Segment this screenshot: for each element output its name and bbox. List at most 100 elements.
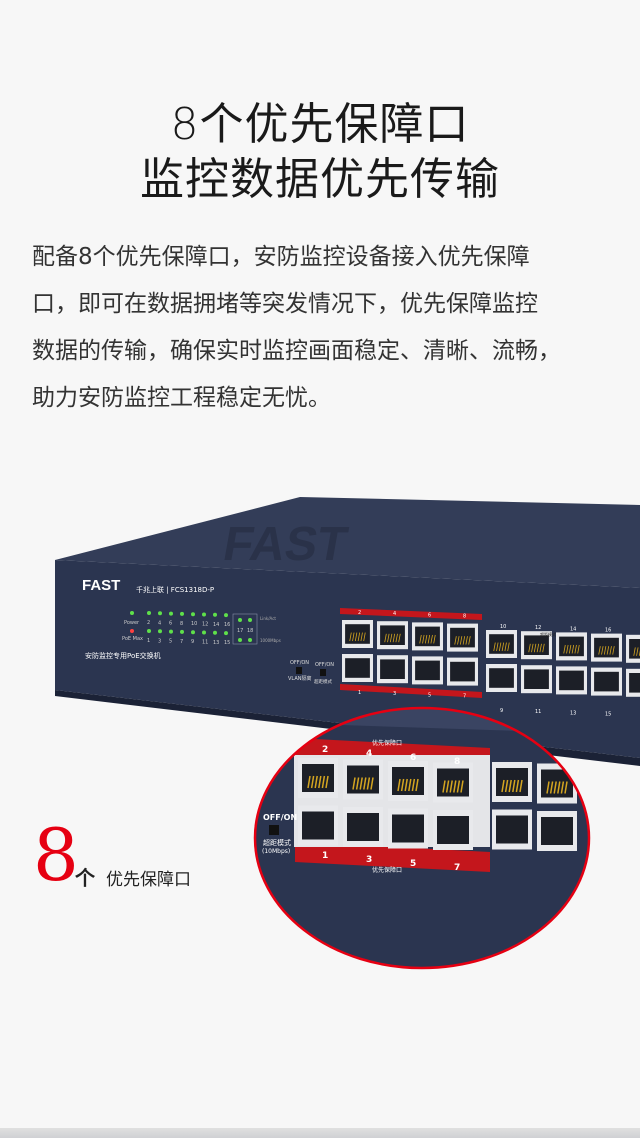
led-label: 11 [202,640,208,646]
led-label: 15 [224,640,230,646]
rj45-port [489,668,514,688]
led-label: 18 [247,628,253,634]
port-pin [606,646,610,655]
led [180,611,184,616]
led [248,618,252,622]
rj45-port [594,637,619,658]
rj45-port [437,816,469,844]
led-label: 1 [147,638,150,644]
floor [0,1128,640,1138]
port-pin [512,779,516,793]
port-pin [468,636,471,645]
rj45-port [415,626,440,647]
port-pin [321,775,326,789]
rj45-port [347,813,379,841]
led [213,612,217,617]
vlan-switch-state: OFF/ON [290,660,309,666]
led [169,629,173,634]
rj45-port [347,765,379,794]
port-pin [357,632,361,642]
port-pin [392,633,396,643]
led [158,629,162,634]
led [158,611,162,616]
port-pin [542,643,545,653]
port-pin [563,644,566,654]
port-number: 8 [463,614,466,620]
port-pin [601,646,604,655]
led-label: 8 [180,621,183,627]
port-number: 2 [358,610,361,616]
port-pin [411,778,416,792]
port-pin [387,633,390,643]
port-pin [325,775,329,789]
port-pin [415,778,419,792]
rj45-port [302,811,334,840]
port-pin [501,779,505,793]
port-number: 15 [605,712,611,718]
led [238,618,242,622]
port-number: 7 [463,694,466,700]
port-pin [557,781,561,794]
led-label: 10 [191,621,197,627]
vlan-switch-label: VLAN隔离 [288,675,311,682]
extend-ports-label: 超距模式 [540,631,556,637]
port-pin [427,634,431,644]
magnifier-border [253,706,591,970]
port-pin [465,636,468,645]
port-pin [519,779,523,793]
port-pin [352,777,356,790]
rj45-port [450,627,475,648]
port-pin [359,777,363,790]
top-logo: FAST [219,517,352,571]
port-pin [422,634,425,644]
speed-label: 1000Mbps [260,638,281,643]
port-pin [566,644,569,654]
poe-max-label: PoE Max [122,636,143,642]
led-label: 4 [158,620,161,626]
led-label: 3 [158,638,161,644]
port-pin [501,642,505,652]
led [169,611,173,616]
port-pin [515,779,520,793]
port-pin [363,632,366,642]
port-pin [636,647,639,656]
rj45-port [559,670,584,691]
link-label: Link/Act [260,616,276,621]
switch-top [55,497,640,588]
mag-switch-label: 超距模式 [263,838,291,847]
rj45-port [489,634,514,654]
rj45-port [524,635,549,655]
rj45-port [594,671,619,692]
port-pin [360,632,363,642]
port-pin [397,778,401,792]
port-pin [395,633,398,643]
port-pin [310,775,315,789]
led [191,630,195,635]
mag-switch-state: OFF/ON [263,813,297,822]
port-pin [408,778,412,792]
port-pin [560,781,565,794]
rj45-port [437,768,469,797]
mag-switch-sub: (10Mbps) [262,848,290,855]
port-number: 10 [500,624,506,630]
led-label: 13 [213,640,219,646]
port-number: 6 [428,612,431,618]
heading-line-1: 8个优先保障口 [170,99,470,150]
port-pin [609,646,612,655]
led [213,630,217,635]
rj45-port [559,636,584,657]
rj45-port [392,767,424,795]
led-label: 17 [237,628,243,634]
brand-logo: FAST [82,577,120,594]
priority-label: 优先保障口 [372,739,402,747]
rj45-port [380,625,405,645]
rj45-port [380,659,405,679]
port-number: 6 [410,753,416,763]
port-pin [568,644,572,654]
port-pin [354,632,358,642]
led-label: 12 [202,622,208,628]
port-pin [504,642,507,652]
